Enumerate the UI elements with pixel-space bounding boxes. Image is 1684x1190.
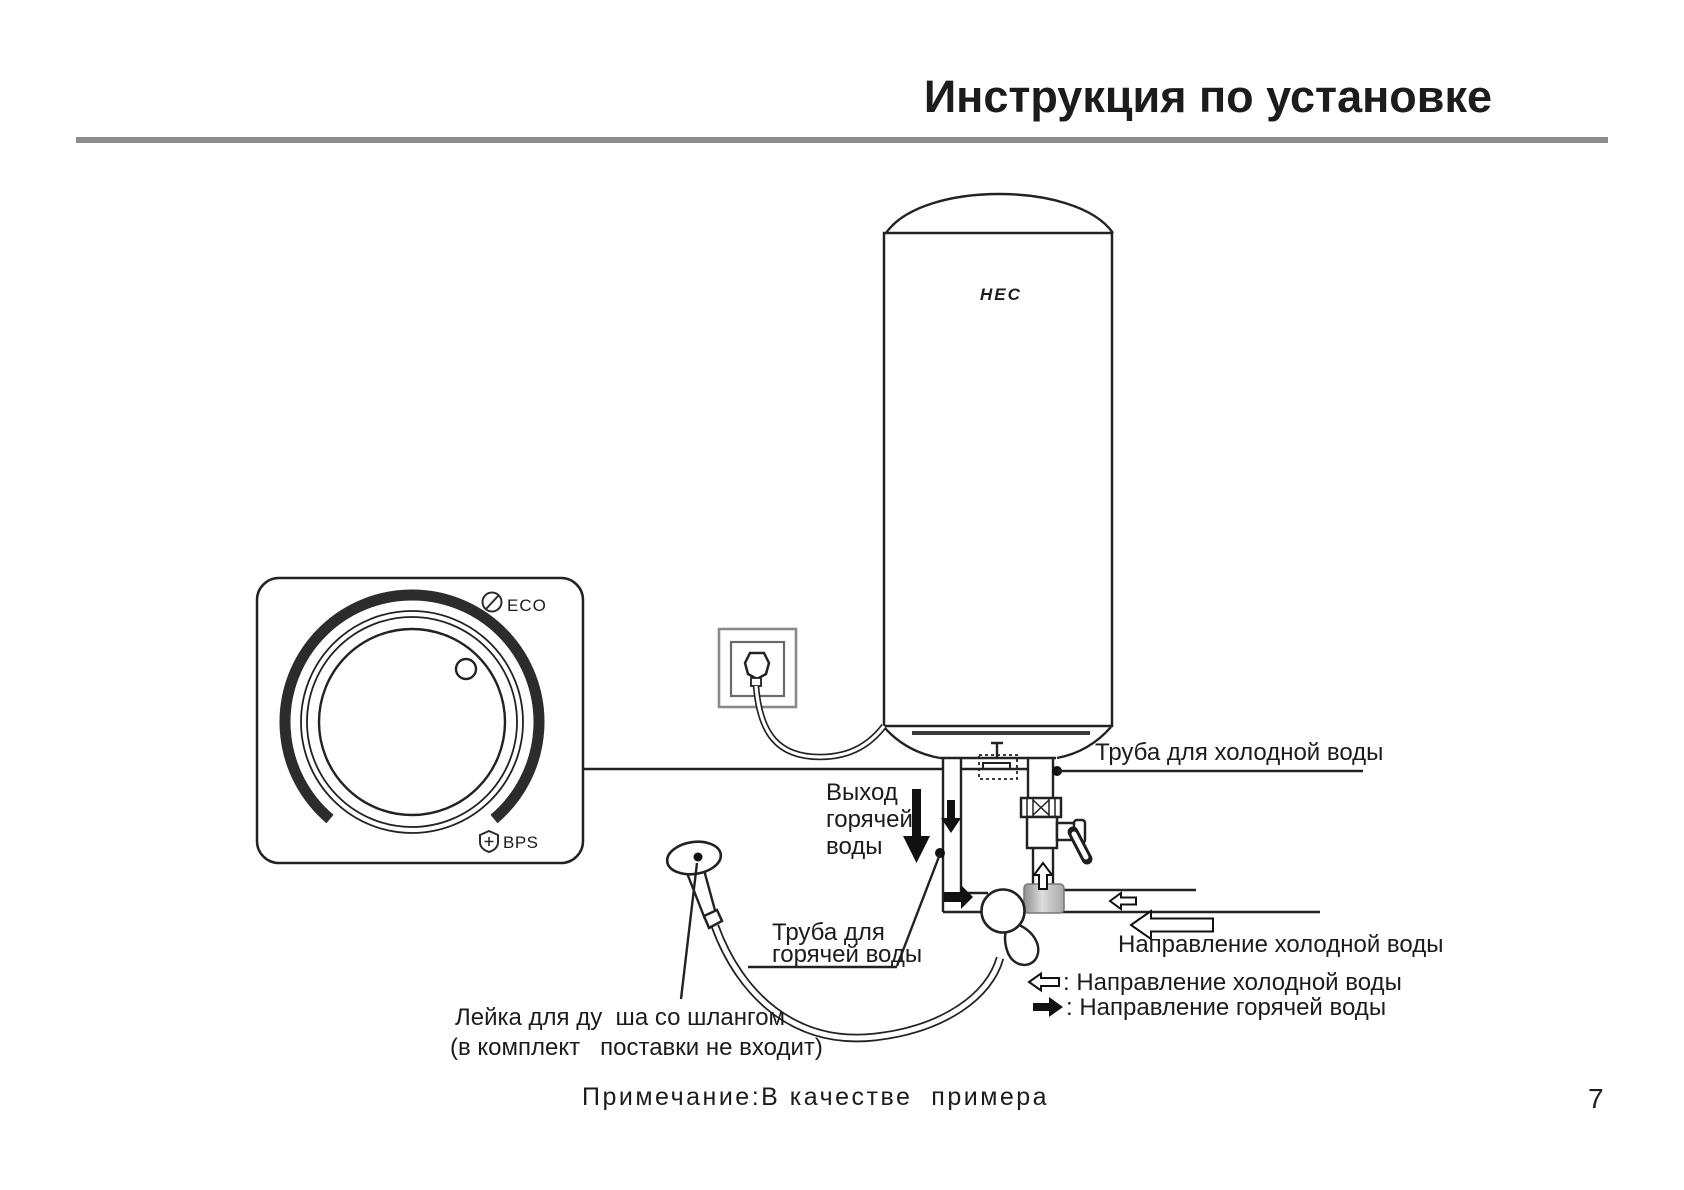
cold-pipe-label: Труба для холодной воды: [1095, 739, 1383, 766]
hot-outlet-label-line2: горячей: [826, 806, 913, 833]
flow-arrows: [903, 789, 1214, 941]
shower-hose: [711, 924, 1005, 1043]
tank-dome: [885, 192, 1114, 234]
valve-handle-inner: [1071, 831, 1089, 860]
knob-scale-arc: [279, 589, 545, 824]
cold-left-arrow-small-icon: [1108, 891, 1137, 911]
page-note: Примечание:В качестве примера: [582, 1083, 1049, 1111]
hot-pipe-label-line2: горячей воды: [772, 941, 922, 968]
cold-up-arrow-icon: [1032, 861, 1054, 890]
mixer-body: [980, 888, 1026, 934]
cold-left-arrow-large-icon: [1129, 909, 1214, 941]
shower-head-dot: [693, 852, 703, 862]
shower-handle-left: [685, 872, 707, 920]
mixer-tap: [980, 888, 1040, 967]
leader-lines: [679, 766, 1363, 1000]
valve-nut-ribs: [1026, 799, 1056, 816]
mixer-handle: [1003, 922, 1040, 967]
legend-cold-label: : Направление холодной воды: [1063, 969, 1402, 996]
cold-direction-label: Направление холодной воды: [1118, 931, 1443, 958]
legend-cold-arrow-icon: [1027, 971, 1060, 993]
control-panel: ECO BPS: [255, 576, 585, 865]
brand-logo: HEC: [980, 285, 1022, 304]
power-cable: [752, 685, 887, 761]
knob-inner-ring: [306, 616, 518, 828]
tank-shoulder-left: [883, 726, 941, 760]
hot-water-pipe: [941, 758, 988, 912]
knob-outer-ring: [300, 610, 524, 834]
knob-dial: [317, 627, 507, 817]
eco-label: ECO: [507, 596, 547, 615]
tank-body: [882, 231, 1114, 728]
element-mark-icon: [991, 741, 1003, 757]
eco-marking: ECO: [481, 591, 547, 615]
page-title: Инструкция по установке: [924, 71, 1492, 122]
hot-outlet-label-line3: воды: [826, 833, 883, 860]
shower-label-line1: Лейка для ду ша со шлангом: [455, 1004, 785, 1031]
hot-pipe-leader-dot: [935, 848, 945, 858]
shower-head: [665, 840, 724, 930]
shower-handle-right: [702, 869, 718, 915]
legend-hot-label: : Направление горячей воды: [1066, 994, 1386, 1021]
hot-pipe-leader: [895, 853, 942, 967]
diagram-labels: Труба для холодной воды Выход горячей во…: [450, 739, 1443, 1061]
shower-collar: [702, 908, 724, 930]
valve-body: [1025, 815, 1059, 850]
hot-right-arrow-icon: [944, 885, 973, 909]
plug-neck: [750, 677, 762, 687]
bps-label: BPS: [503, 833, 539, 852]
hot-down-arrow-large-icon: [903, 789, 930, 863]
water-heater-tank: HEC: [882, 192, 1114, 780]
safety-valve: [1019, 796, 1093, 865]
hot-pipe-label-line1: Труба для: [772, 919, 885, 946]
power-plug-icon: [743, 651, 771, 681]
legend: : Направление холодной воды : Направлени…: [1027, 969, 1402, 1021]
shower-label-line2: (в комплект поставки не входит): [450, 1034, 823, 1061]
bps-marking: BPS: [479, 829, 539, 854]
bps-shield-icon-plus: [484, 837, 494, 846]
legend-hot-arrow-icon: [1033, 997, 1063, 1017]
hot-outlet-label-line1: Выход: [826, 779, 898, 806]
knob-indicator: [454, 657, 478, 681]
page-header: Инструкция по установке: [76, 71, 1608, 143]
header-rule: [76, 137, 1608, 143]
hot-down-arrow-small-icon: [941, 800, 961, 833]
page-number: 7: [1588, 1083, 1604, 1114]
tank-shoulder-right: [1056, 726, 1112, 760]
shower-leader: [679, 862, 699, 1000]
eco-leaf-icon-slash: [485, 594, 500, 610]
